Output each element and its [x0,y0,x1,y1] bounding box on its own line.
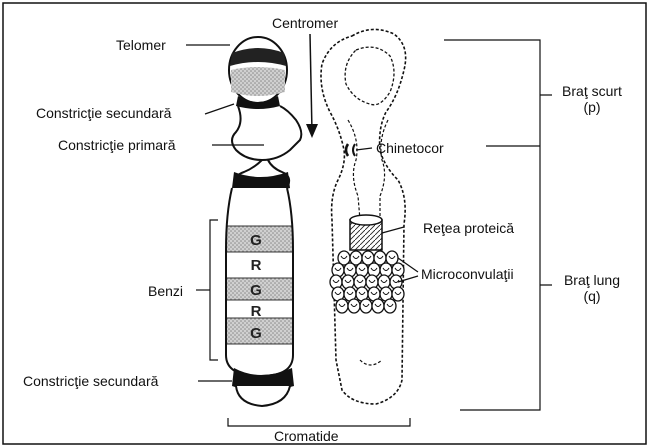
label-constrictie-primara: Constricţie primară [58,137,175,153]
band-letter: R [251,257,262,274]
centromer-arrow-line [310,34,312,132]
label-chinetocor: Chinetocor [376,140,444,156]
label-brat-scurt-symbol: (p) [556,99,628,115]
left-short-arm-outline [232,106,301,160]
microconvolutions [330,251,404,313]
label-cromatide: Cromatide [274,428,339,444]
kinetochore-mark [353,144,355,156]
label-microconvulatii: Microconvulaţii [421,266,514,282]
label-brat-scurt: Braţ scurt (p) [556,83,628,115]
right-head-inner [345,47,394,105]
centromer-arrowhead [306,124,318,138]
secondary-constriction-top-leader [205,104,234,114]
label-constrictie-secundara-bottom: Constricţie secundară [23,373,158,389]
bottom-telomere [236,386,290,406]
band-letter: G [250,282,262,299]
band-letter: R [251,303,262,320]
label-brat-lung-text: Braţ lung [556,272,628,288]
label-centromer: Centromer [272,15,338,31]
label-brat-lung-symbol: (q) [556,288,628,304]
label-brat-scurt-text: Braţ scurt [556,83,628,99]
label-constrictie-secundara-top: Constricţie secundară [36,105,171,121]
label-benzi: Benzi [148,283,183,299]
kinetochore-mark [346,144,348,156]
right-chromatid [321,29,406,404]
label-retea-proteica: Reţea proteică [423,220,514,236]
band-letter: G [250,232,262,249]
telomere-dotted-band [231,67,285,96]
chinetocor-leader [356,148,372,150]
label-brat-lung: Braţ lung (q) [556,272,628,304]
left-chromatid: G R G R G [220,37,301,406]
retea-proteica-leader [382,227,404,233]
benzi-bracket [210,220,218,360]
label-telomer: Telomer [116,37,166,53]
band-letter: G [250,325,262,342]
cromatide-bracket [228,418,410,426]
